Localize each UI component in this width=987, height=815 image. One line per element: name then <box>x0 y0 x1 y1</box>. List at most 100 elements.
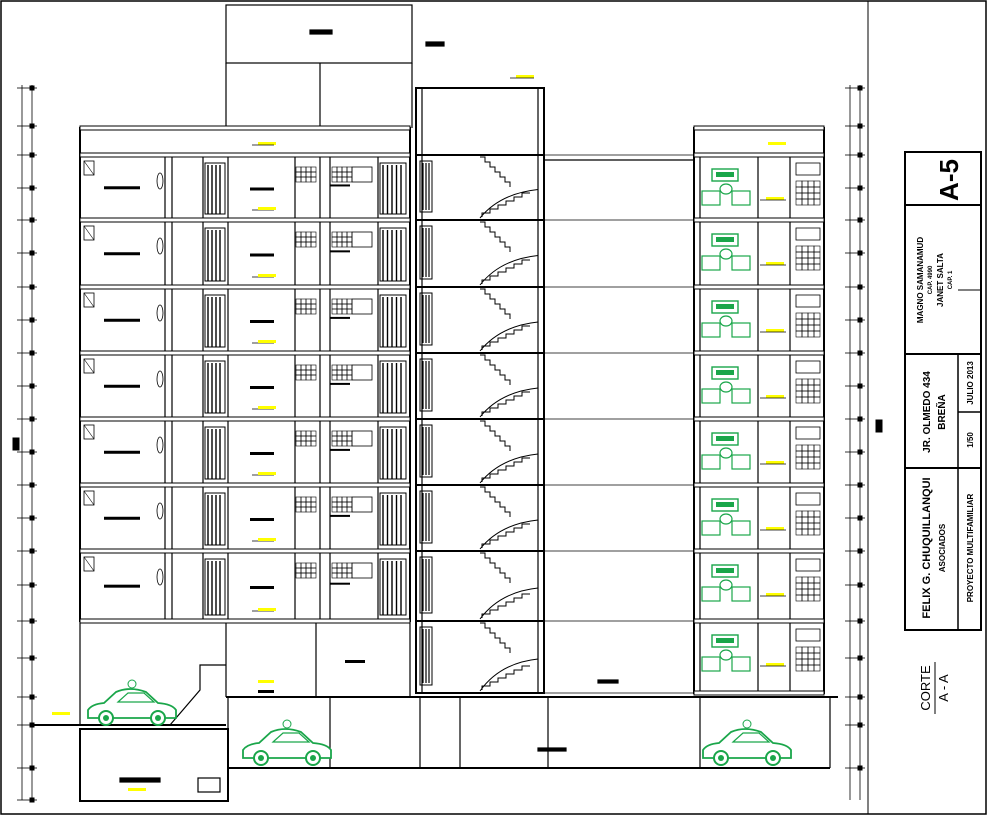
elevation-tick-icon <box>857 416 863 422</box>
tv-unit <box>711 432 739 446</box>
right-dimension-lines <box>845 85 883 800</box>
level-marker-icon <box>258 340 276 343</box>
tv-unit <box>716 638 734 643</box>
stair-flight <box>480 156 511 187</box>
roof-slab <box>693 125 825 131</box>
room-label-mark <box>330 514 350 517</box>
room-details <box>52 75 821 791</box>
closet <box>204 426 226 480</box>
elevation-tick-icon <box>29 284 35 290</box>
stair-flight <box>480 552 511 583</box>
room-label-mark <box>250 253 274 257</box>
stair-flight <box>480 354 511 385</box>
floor-slab <box>79 482 411 488</box>
car-tag <box>282 719 292 729</box>
left-dimension-lines <box>12 85 37 803</box>
elevation-tick-icon <box>29 350 35 356</box>
closet <box>379 294 407 348</box>
level-marker-icon <box>258 207 276 210</box>
room-label-mark <box>104 186 140 190</box>
room-label-mark <box>250 452 274 455</box>
stair-flight <box>479 387 539 418</box>
closet <box>204 162 226 215</box>
level-marker-icon <box>766 461 784 464</box>
side-table <box>719 649 733 661</box>
elevation-tick-icon <box>29 416 35 422</box>
owner-role: CAP. 1 <box>948 270 954 289</box>
stair-flight <box>480 622 511 653</box>
parked-cars <box>87 679 792 766</box>
level-marker-icon <box>258 690 274 693</box>
armchair <box>731 190 751 206</box>
tv-unit <box>716 568 734 573</box>
window-cross <box>83 490 95 506</box>
level-marker-icon <box>766 262 784 265</box>
elevator-door <box>419 424 433 478</box>
armchair <box>731 255 751 271</box>
level-marker-icon <box>258 608 276 611</box>
tv-unit <box>716 172 734 177</box>
window <box>83 490 95 506</box>
level-marker-icon <box>258 680 274 683</box>
floor-slabs <box>79 125 825 696</box>
floor-slab <box>693 416 825 422</box>
elevation-tick-icon <box>857 152 863 158</box>
elevation-tick-icon <box>29 449 35 455</box>
armchair <box>701 656 721 672</box>
room-label-mark <box>104 318 140 322</box>
closet <box>379 426 407 480</box>
window-cross <box>83 225 95 241</box>
floor-slab <box>693 482 825 488</box>
armchair <box>701 586 721 602</box>
closet <box>379 227 407 282</box>
car-hub <box>258 755 264 761</box>
address-line-2: BREÑA <box>935 394 948 430</box>
car-icon <box>87 679 177 726</box>
tile <box>813 594 821 602</box>
room-label-mark <box>104 450 140 454</box>
armchair <box>701 454 721 470</box>
window <box>83 160 95 176</box>
tile <box>813 263 821 271</box>
armchair <box>701 190 721 206</box>
window <box>351 496 373 513</box>
floor-slab <box>693 350 825 356</box>
designer-name: MAGNO SAMANAMUD <box>916 237 925 323</box>
level-marker-icon <box>766 197 784 200</box>
elevation-tick-icon <box>857 350 863 356</box>
room-label-mark <box>104 384 140 388</box>
elevation-tick-icon <box>29 694 35 700</box>
floor-slab <box>693 284 825 290</box>
closet <box>204 227 226 282</box>
window <box>795 294 821 308</box>
level-marker-icon <box>258 472 276 475</box>
armchair <box>731 454 751 470</box>
side-table <box>719 447 733 459</box>
car-icon <box>242 719 332 766</box>
stair-flight <box>481 259 530 284</box>
level-marker-icon <box>258 406 276 409</box>
level-marker-icon <box>258 274 276 277</box>
floor-slab <box>79 217 411 223</box>
stair-flight <box>481 523 530 548</box>
floor-slab <box>693 690 825 696</box>
tile <box>813 528 821 536</box>
tv-unit <box>716 502 734 507</box>
window <box>795 558 821 572</box>
tv-unit <box>711 564 739 578</box>
car-hub <box>770 755 776 761</box>
elevation-tick-icon <box>29 797 35 803</box>
tv-unit <box>711 634 739 648</box>
closet <box>379 162 407 215</box>
tv-unit <box>711 168 739 182</box>
closet <box>204 360 226 414</box>
sanitary-fixture <box>156 502 164 520</box>
window <box>351 562 373 579</box>
floor-slab <box>79 152 411 158</box>
window <box>83 292 95 308</box>
armchair <box>701 388 721 404</box>
tile <box>310 506 317 513</box>
car-hub <box>718 755 724 761</box>
side-table <box>719 315 733 327</box>
elevation-tick-icon <box>857 85 863 91</box>
